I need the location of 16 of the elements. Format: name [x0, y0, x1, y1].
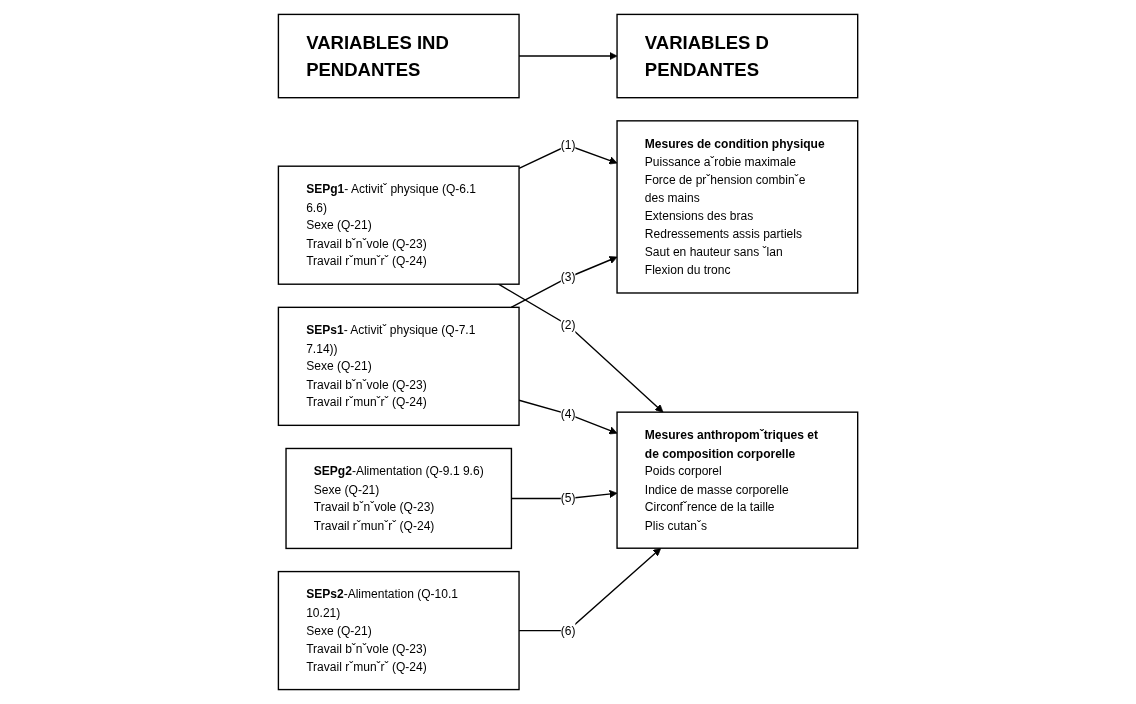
node-box: VARIABLES D PENDANTES: [616, 13, 859, 99]
edge-label: (4): [560, 406, 576, 421]
edge-label: (6): [560, 623, 576, 638]
arrow: [510, 256, 618, 309]
node-box: SEPg1- Activitˇ physique (Q-6.1 6.6) Sexe (Q-21) Travail bˇnˇvole (Q-23) Travail rˇmunˇrˇ (Q-24): [277, 165, 520, 285]
node-box: SEPg2-Alimentation (Q-9.1 9.6) Sexe (Q-21) Travail bˇnˇvole (Q-23) Travail rˇmunˇrˇ (Q-24): [285, 447, 513, 550]
edge-label: (3): [560, 270, 576, 285]
arrow: [497, 283, 664, 413]
edge-label: (2): [560, 318, 576, 332]
node-box: Mesures de condition physique Puissance aˇrobie maximale Force de prˇhension combinˇe des mains Extensions des bras Redressements assis partiels Saut en hauteur sans ˇlan Flexion du tronc: [616, 120, 859, 294]
node-box: Mesures anthropomˇtriques et de composition corporelle Poids corporel Indice de masse corporelle Circonfˇrence de la taille Plis cutanˇs: [616, 411, 859, 549]
node-box: SEPs1- Activitˇ physique (Q-7.1 7.14)) Sexe (Q-21) Travail bˇnˇvole (Q-23) Travail rˇmunˇrˇ (Q-24): [277, 306, 520, 427]
node-box: VARIABLES IND PENDANTES: [277, 13, 520, 99]
edge-label: (5): [560, 491, 576, 506]
node-box: SEPs2-Alimentation (Q-10.1 10.21) Sexe (Q-21) Travail bˇnˇvole (Q-23) Travail rˇmunˇrˇ (Q-24): [277, 570, 520, 691]
edge-label: (1): [560, 138, 576, 152]
